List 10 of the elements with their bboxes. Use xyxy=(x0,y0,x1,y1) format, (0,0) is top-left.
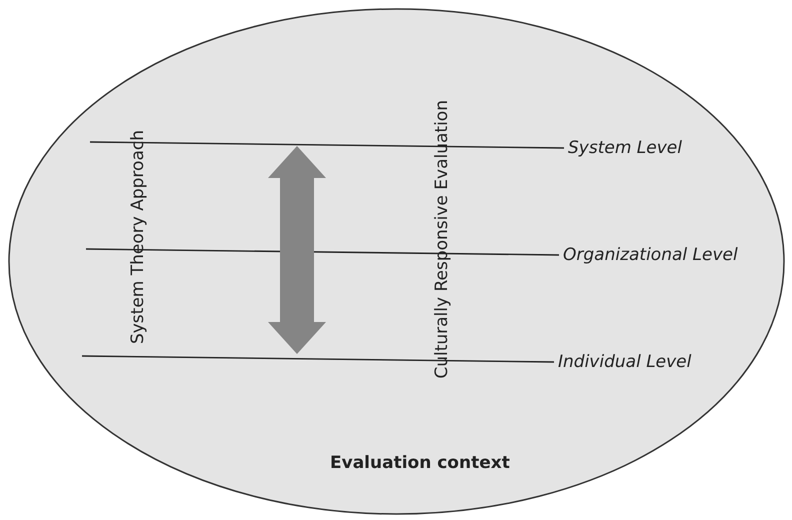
leader-line xyxy=(86,248,559,256)
context-label: Evaluation context xyxy=(330,453,510,473)
level-label: Individual Level xyxy=(558,352,692,372)
level-label: System Level xyxy=(568,138,682,158)
context-ellipse xyxy=(8,8,785,515)
vertical-label: System Theory Approach xyxy=(128,130,148,344)
vertical-label: Culturally Responsive Evaluation xyxy=(432,100,452,379)
leader-line xyxy=(90,141,564,149)
leader-line xyxy=(82,355,554,363)
level-label: Organizational Level xyxy=(563,245,738,265)
